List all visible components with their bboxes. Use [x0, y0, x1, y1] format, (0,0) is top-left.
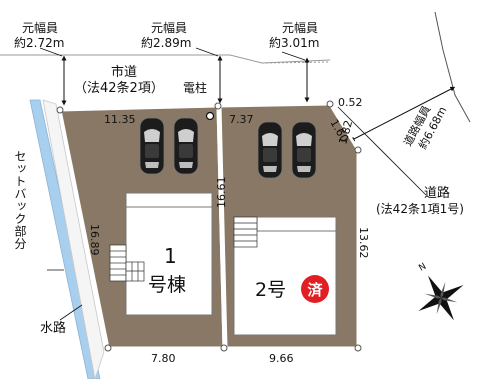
car-lot1-b-icon [173, 117, 199, 175]
lot1-dim-top: 11.35 [104, 113, 136, 126]
car-lot2-b-icon [291, 121, 317, 179]
compass-icon [418, 275, 464, 321]
leader-3 [281, 51, 306, 61]
lot-boundary-line [218, 105, 228, 349]
building-2-entry [256, 216, 337, 232]
city-road-name: 市道 [111, 64, 137, 80]
sold-badge-text: 済 [307, 281, 323, 299]
orig-width-2-heading: 元幅員 [151, 20, 187, 35]
lot1-dim-bottom: 7.80 [151, 352, 176, 365]
city-road-law: （法42条2項） [74, 80, 164, 96]
leader-2 [195, 47, 219, 57]
car-lot1-a-icon [139, 117, 165, 175]
lot2-dim-corner-b: 1.82 [336, 119, 355, 146]
stairs-2-icon [233, 216, 258, 248]
orig-width-3-heading: 元幅員 [282, 20, 318, 35]
right-road-leader [337, 106, 427, 196]
lot1-dim-left: 16.89 [88, 224, 101, 256]
boundary-markers [56, 100, 362, 352]
building-2-label: 2号 [255, 279, 286, 301]
city-road-edge-line [0, 54, 331, 64]
orig-width-1-value: 約2.72m [14, 35, 64, 50]
lot1-dim-right: 16.61 [215, 177, 228, 209]
orig-width-3-value: 約3.01m [269, 35, 319, 50]
lot2-dim-bottom: 9.66 [269, 352, 294, 365]
corner-cut-label: 0.52 [338, 96, 363, 109]
road-edge-dashed [261, 61, 331, 64]
setback-label: セットバック部分 [13, 150, 27, 250]
waterway-leader [59, 304, 83, 321]
lot2-dim-right: 13.62 [357, 227, 370, 259]
stairs-1-icon [109, 244, 145, 282]
sold-badge [301, 275, 329, 303]
right-road-edge [434, 11, 471, 123]
lot2-dim-top: 7.37 [229, 113, 254, 126]
leader-1 [39, 47, 63, 57]
orig-width-2-value: 約2.89m [141, 35, 191, 50]
road-right-law: (法42条1項1号) [376, 202, 464, 216]
utility-pole-label: 電柱 [183, 80, 207, 95]
building-1-entry [125, 192, 213, 208]
waterway-label: 水路 [40, 320, 66, 336]
building-1-label-suffix: 号棟 [148, 274, 186, 296]
compass-label: N [417, 262, 428, 274]
right-road-width-arrow [349, 86, 456, 142]
utility-pole-icon [205, 111, 215, 121]
road-right-name: 道路 [424, 185, 450, 201]
setback-strip [42, 99, 105, 379]
orig-width-1-heading: 元幅員 [22, 20, 58, 35]
car-lot2-a-icon [257, 121, 283, 179]
building-1 [125, 192, 213, 316]
building-1-label-number: 1 [164, 244, 177, 268]
